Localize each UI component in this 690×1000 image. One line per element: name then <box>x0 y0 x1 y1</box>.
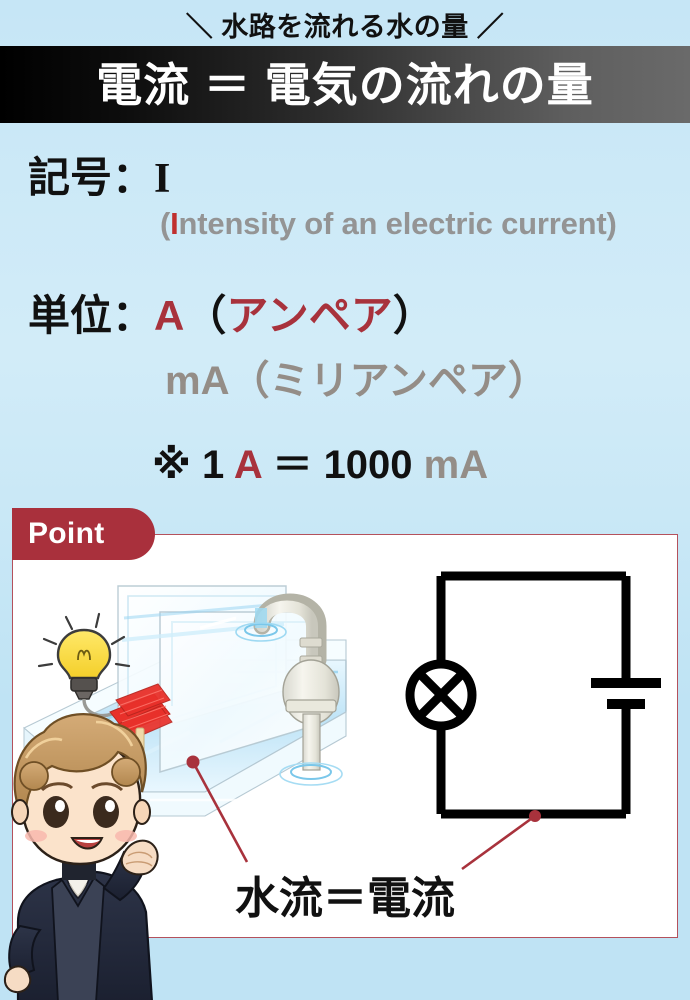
conversion-equals: ＝ <box>272 443 313 487</box>
conversion-mark: ※ <box>152 443 191 487</box>
point-badge: Point <box>12 508 155 560</box>
unit-paren-open: （ <box>184 292 227 339</box>
title-banner: 電流 ＝ 電気の流れの量 <box>0 46 690 123</box>
symbol-row: 記号：I <box>28 144 170 205</box>
symbol-label: 記号： <box>28 154 155 201</box>
unit-primary-name: アンペア <box>226 292 393 339</box>
unit-secondary: mA（ミリアンペア） <box>165 359 548 403</box>
symbol-english-highlight: I <box>170 206 179 241</box>
unit-paren-close: ） <box>392 292 435 339</box>
eyebrow-text: ＼ 水路を流れる水の量 ／ <box>185 11 505 42</box>
symbol-english-rest: ntensity of an electric current) <box>178 206 617 241</box>
point-caption: 水流＝電流 <box>235 874 455 923</box>
unit-row: 単位：A（アンペア） <box>28 282 435 343</box>
unit-conversion: ※ 1 A ＝ 1000 mA <box>152 432 488 490</box>
page-title: 電流 ＝ 電気の流れの量 <box>96 58 594 111</box>
unit-label: 単位： <box>28 292 155 339</box>
point-badge-label: Point <box>28 517 105 550</box>
symbol-english-open: ( <box>160 206 171 241</box>
conversion-unit-a: A <box>233 443 262 487</box>
conversion-number: 1 <box>202 443 225 487</box>
symbol-value: I <box>154 156 171 202</box>
conversion-value: 1000 <box>323 443 413 487</box>
symbol-english: (Intensity of an electric current) <box>160 206 617 242</box>
unit-primary-symbol: A <box>154 292 185 339</box>
conversion-unit-ma: mA <box>423 443 489 487</box>
